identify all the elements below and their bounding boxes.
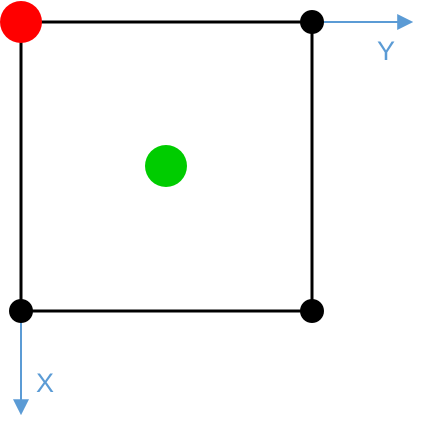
x-axis-label: X [36,368,54,398]
origin-point [0,1,42,43]
corner-point-bottom-left [9,299,33,323]
corner-point-bottom-right [300,299,324,323]
square-outline [19,20,314,313]
center-point [145,145,187,187]
corner-point-top-right [300,10,324,34]
y-axis-label: Y [377,36,395,66]
